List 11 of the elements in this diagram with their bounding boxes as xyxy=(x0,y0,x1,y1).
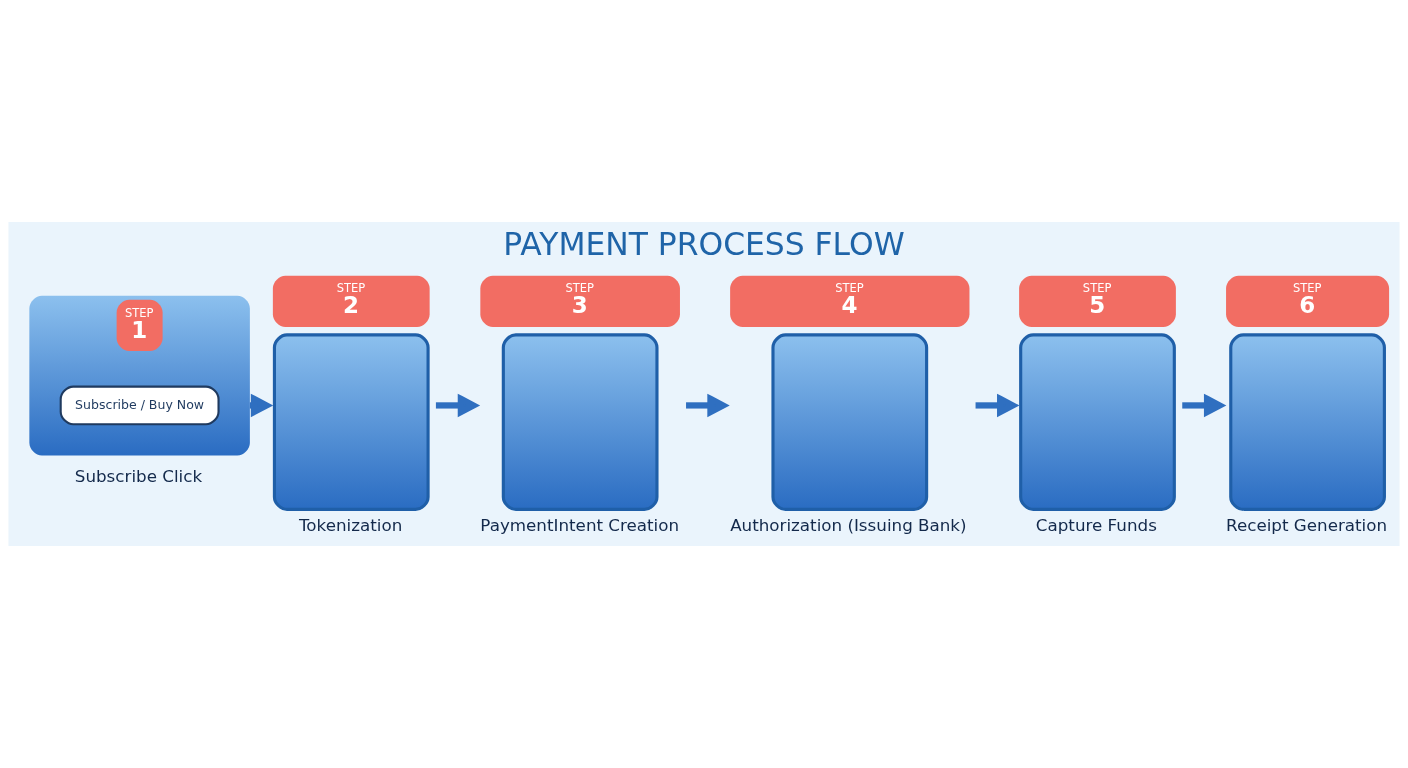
node-label: Subscribe Click xyxy=(74,465,203,486)
node-box: Subscribe / Buy Now xyxy=(59,385,220,426)
arrow xyxy=(435,393,481,418)
node-label: Authorization (Issuing Bank) xyxy=(730,514,967,535)
arrow xyxy=(1182,393,1227,418)
node-label: Receipt Generation xyxy=(1226,514,1388,535)
arrow xyxy=(975,393,1020,418)
node-label: Tokenization xyxy=(299,514,403,535)
diagram-title: PAYMENT PROCESS FLOW xyxy=(503,226,905,263)
node-label: Capture Funds xyxy=(1035,514,1157,535)
node-label: PaymentIntent Creation xyxy=(480,514,680,535)
